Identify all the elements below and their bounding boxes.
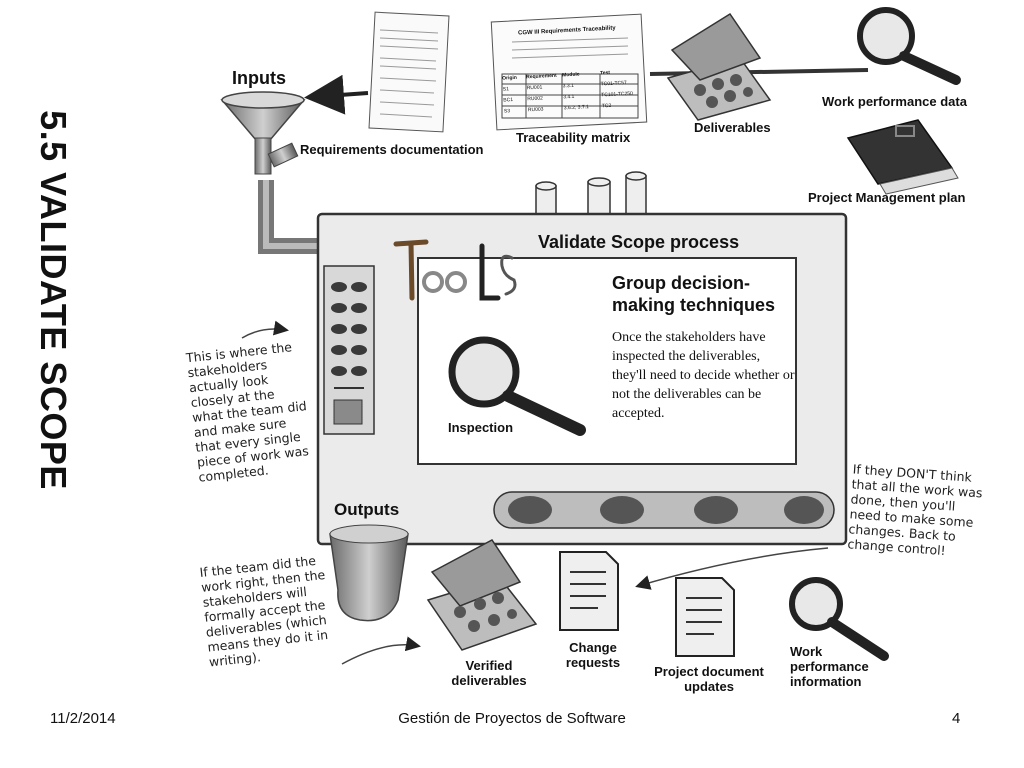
input-arrow [304,74,369,115]
trace-head-test: Test [599,69,611,77]
input-label-project-plan: Project Management plan [808,190,966,205]
deliverables-icon [666,12,772,121]
bottom-note-arrow [341,636,421,665]
change-requests-icon [559,551,619,631]
control-panel-icon [323,265,375,435]
trace-cell: RU002 [527,95,544,103]
trace-cell: TC101-TC250 [601,90,634,99]
footer-date: 11/2/2014 [50,710,116,727]
trace-cell: BC1 [503,97,514,104]
trace-cell: 3.3.1 [562,82,574,90]
verified-deliverables-icon [426,539,538,651]
trace-cell: S1 [502,86,510,93]
trace-head-origin: Origin [502,74,518,82]
footer-page-number: 4 [952,710,961,727]
footer-course: Gestión de Proyectos de Software [398,710,626,727]
trace-table: Origin Requirement Module Test S1 RU001 … [502,68,640,115]
inspection-label: Inspection [448,420,514,435]
input-funnel-icon [220,91,306,175]
magnifier-top-icon [857,7,961,85]
technique-text: Once the stakeholders have inspected the… [612,330,795,421]
input-pipe [258,180,318,254]
output-label-work-performance-info: Work performance information [790,644,869,689]
trace-cell: TC01-TC57 [600,80,627,88]
input-label-work-performance-data: Work performance data [822,94,967,109]
output-label-change-requests: Change requests [565,640,621,670]
trace-head-module: Module [561,71,580,79]
left-note-arrow [241,320,289,339]
requirements-document-icon [368,11,450,133]
trace-cell: S3 [503,108,511,115]
output-label-verified: Verified deliverables [451,658,527,688]
magnifier-bottom-icon [789,577,889,661]
trace-head-requirement: Requirement [526,72,557,81]
trace-cell: 3.4.1 [563,93,575,101]
left-note: This is where the stakeholders actually … [185,339,310,485]
right-note: If they DON'T think that all the work wa… [847,461,983,559]
trace-cell: RU001 [526,84,543,92]
input-label-requirements: Requirements documentation [300,142,484,157]
inputs-heading: Inputs [232,68,286,88]
inspection-magnifier-icon [448,336,586,436]
tools-logo-icon [393,239,517,301]
output-label-document-updates: Project document updates [654,664,764,694]
project-plan-icon [846,119,959,195]
chimneys [535,171,647,217]
bottom-note: If the team did the work right, then the… [198,552,329,670]
right-note-arrow [635,547,829,590]
output-conveyor [493,491,835,529]
traceability-matrix-icon [490,13,648,131]
outputs-heading: Outputs [334,500,400,519]
input-label-traceability: Traceability matrix [516,130,631,145]
output-chute-icon [329,524,409,622]
document-updates-icon [675,577,735,657]
technique-title: Group decision-making techniques [612,273,776,315]
input-label-deliverables: Deliverables [694,120,771,135]
process-title: Validate Scope process [538,232,740,252]
slide-title: 5.5 VALIDATE SCOPE [33,110,74,490]
